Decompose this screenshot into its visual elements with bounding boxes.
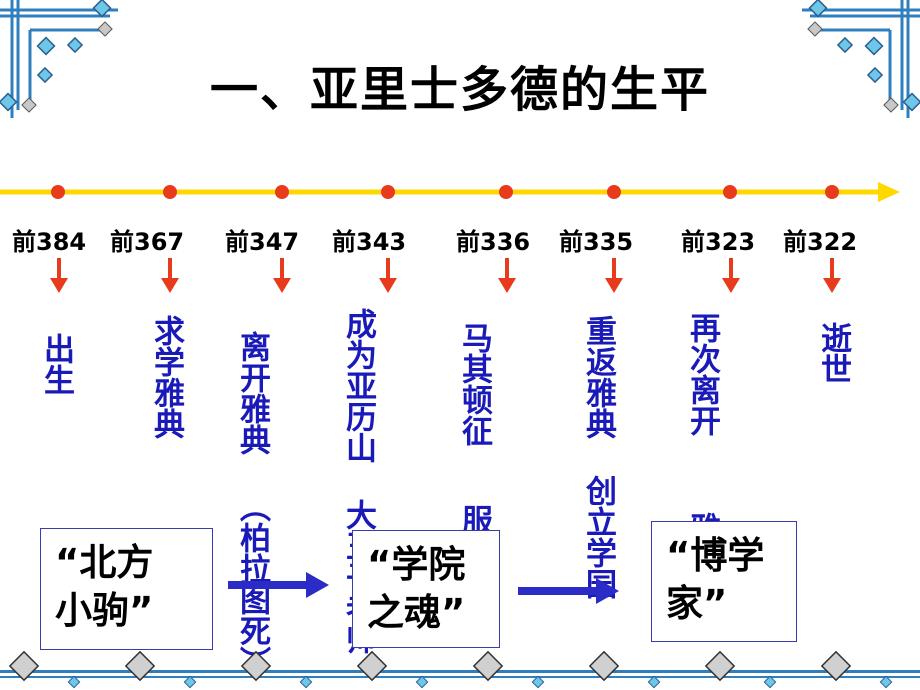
year-label: 前335 — [559, 228, 634, 256]
down-arrow-icon — [498, 258, 516, 293]
down-arrow-icon — [823, 258, 841, 293]
event-column: 逝世 — [815, 322, 851, 384]
year-label: 前336 — [456, 228, 531, 256]
event-text: 重返雅典 创立学园 — [580, 315, 616, 599]
event-column: 马其顿征 — [456, 322, 492, 446]
event-column: 离开雅典 — [234, 331, 270, 455]
timeline-dot — [499, 185, 513, 199]
timeline-axis — [0, 182, 900, 202]
year-label: 前322 — [783, 228, 858, 256]
down-arrow-icon — [722, 258, 740, 293]
nickname-line: “学院 — [367, 543, 466, 586]
timeline-dot — [381, 185, 395, 199]
event-column: 创立学园 — [580, 475, 616, 599]
event-text: 逝世 — [815, 322, 851, 384]
page-title: 一、亚里士多德的生平 — [209, 62, 710, 118]
timeline-dot — [163, 185, 177, 199]
nickname-box: “学院 之魂” — [352, 530, 500, 648]
down-arrow-icon — [273, 258, 291, 293]
nickname-line: “北方 — [55, 541, 154, 584]
nickname-line: 之魂” — [367, 591, 466, 634]
year-label: 前343 — [332, 228, 407, 256]
event-column: 重返雅典 — [580, 315, 616, 439]
nickname-line: “博学 — [666, 534, 765, 577]
nickname-box: “博学 家” — [651, 521, 797, 642]
timeline-dot — [825, 185, 839, 199]
down-arrow-icon — [161, 258, 179, 293]
flow-arrow-icon — [228, 572, 329, 598]
year-label: 前384 — [12, 228, 87, 256]
event-text: 离开雅典 （柏拉图死） — [234, 305, 270, 677]
event-column: 成为亚历山 — [340, 308, 376, 463]
nickname-line: 家” — [666, 582, 728, 625]
event-column: 再次离开 — [684, 312, 720, 436]
year-label: 前347 — [225, 228, 300, 256]
timeline-dot — [607, 185, 621, 199]
down-arrow-icon — [50, 258, 68, 293]
nickname-line: 小驹” — [55, 589, 154, 632]
event-column: 出生 — [38, 333, 74, 395]
timeline-arrowhead — [878, 182, 900, 202]
event-column: 求学雅典 — [148, 315, 184, 439]
year-label: 前323 — [681, 228, 756, 256]
flow-arrow-icon — [518, 578, 619, 604]
corner-ornament-top-left — [0, 0, 118, 118]
timeline-dot — [275, 185, 289, 199]
year-label: 前367 — [110, 228, 185, 256]
event-text: 出生 — [38, 333, 74, 395]
down-arrow-icon — [605, 258, 623, 293]
decorative-border-strip — [0, 650, 920, 689]
timeline-dot — [723, 185, 737, 199]
corner-ornament-top-right — [802, 0, 920, 118]
event-text: 求学雅典 — [148, 315, 184, 439]
down-arrow-icon — [379, 258, 397, 293]
nickname-box: “北方 小驹” — [40, 528, 213, 650]
timeline-dot — [51, 185, 65, 199]
